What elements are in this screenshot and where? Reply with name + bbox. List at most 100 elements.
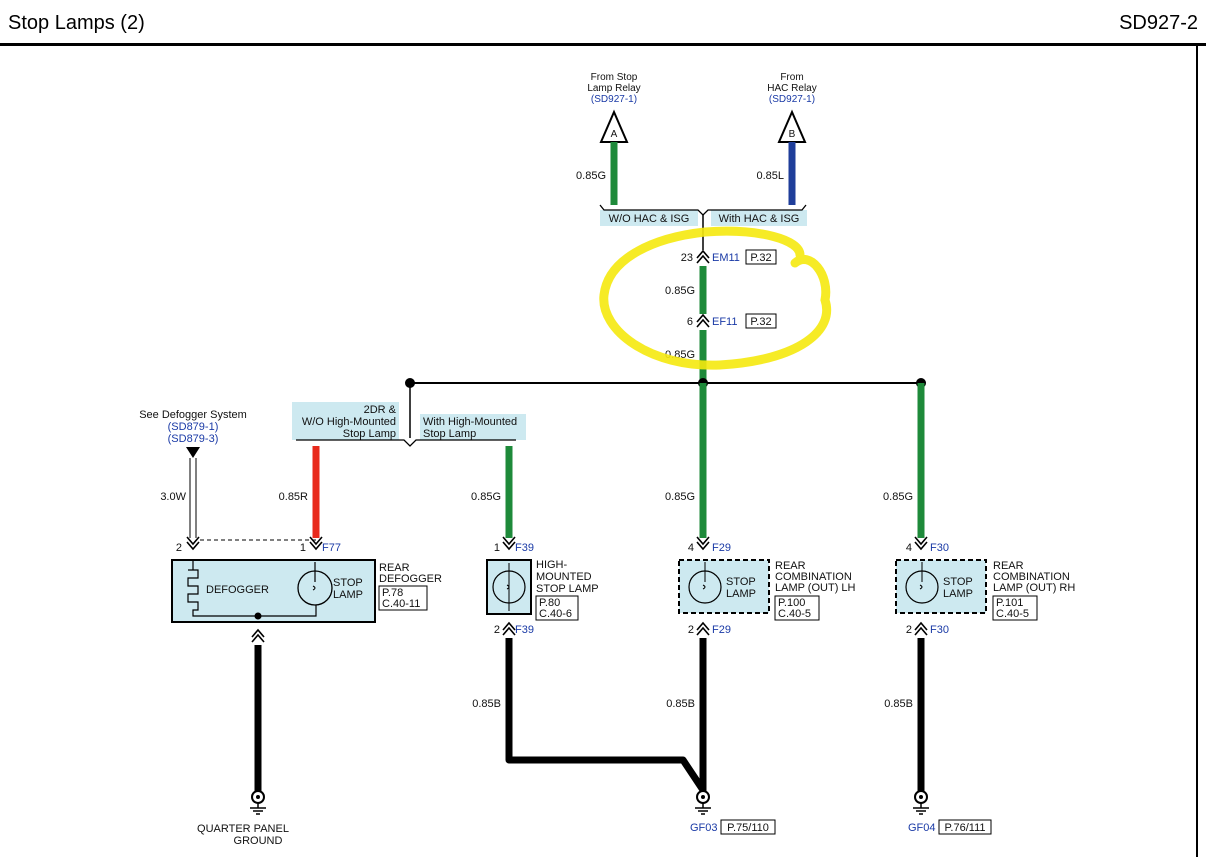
defogger-page-box (378, 585, 428, 611)
wire-rh-top-label: 0.85G (883, 491, 913, 503)
wire-hmsl-bot-label: 0.85B (472, 698, 501, 710)
gf03-page[interactable]: P.75/110 (727, 822, 769, 834)
defogger-label: DEFOGGER (206, 584, 269, 596)
option-right-bg (711, 210, 807, 226)
defogger-ground1: QUARTER PANEL (197, 823, 289, 835)
wire-rh-bot-label: 0.85B (884, 698, 913, 710)
hmsl-name1: HIGH- (536, 559, 568, 571)
lh-pin-bot: 2 (688, 624, 694, 636)
hmsl-pin-bot: 2 (494, 624, 500, 636)
option-right-label: With HAC & ISG (719, 213, 800, 225)
defogger-grid-icon (187, 560, 317, 617)
ef11-pin: 6 (687, 316, 693, 328)
gf03-page-box (720, 819, 776, 835)
diagram-frame (0, 46, 1198, 857)
hmsl-page-box (535, 595, 579, 621)
source-b-tag: B (789, 129, 796, 140)
defogger-comp2: DEFOGGER (379, 573, 442, 585)
defogger-conn-page[interactable]: C.40-11 (382, 598, 420, 610)
rh-connector-top[interactable]: F30 (930, 542, 949, 554)
defogger-comp1: REAR (379, 562, 410, 574)
wire-source-a-label: 0.85G (576, 170, 606, 182)
gf04-ground[interactable]: GF04 (908, 822, 936, 834)
defogger-see-text: See Defogger System (139, 409, 247, 421)
wire-lh-top-label: 0.85G (665, 491, 695, 503)
em11-page[interactable]: P.32 (750, 252, 771, 264)
wire-hmsl-ground (505, 638, 706, 792)
lh-page-box (774, 595, 820, 621)
rh-name3: LAMP (OUT) RH (993, 582, 1075, 594)
rh-page[interactable]: P.101 (996, 597, 1023, 609)
ef11-page-box (745, 313, 777, 329)
source-a-line1: From Stop (591, 72, 638, 83)
source-b-line2: HAC Relay (767, 83, 816, 94)
source-b-ref[interactable]: (SD927-1) (769, 94, 815, 105)
defogger-ref1[interactable]: (SD879-1) (168, 421, 219, 433)
gf03-ground[interactable]: GF03 (690, 822, 718, 834)
defogger-ref2[interactable]: (SD879-3) (168, 433, 219, 445)
page-title: Stop Lamps (2) (8, 12, 145, 34)
em11-connector[interactable]: EM11 (712, 252, 740, 264)
rh-pin-top: 4 (906, 542, 912, 554)
wire-hmsl-top-label: 0.85G (471, 491, 501, 503)
lh-name3: LAMP (OUT) LH (775, 582, 856, 594)
wire-lh-bot-label: 0.85B (666, 698, 695, 710)
diagram-code: SD927-2 (1119, 12, 1198, 34)
source-a-ref[interactable]: (SD927-1) (591, 94, 637, 105)
wire-defogger-label: 3.0W (160, 491, 186, 503)
option-left-label: W/O HAC & ISG (609, 213, 690, 225)
branch-left-line3: Stop Lamp (343, 428, 396, 440)
hmsl-connector-top[interactable]: F39 (515, 542, 534, 554)
branch-right-bg (420, 414, 526, 440)
defogger-page[interactable]: P.78 (382, 587, 403, 599)
rh-name1: REAR (993, 560, 1024, 572)
defogger-pin: 2 (176, 542, 182, 554)
defogger-ground2: GROUND (234, 835, 283, 847)
rh-pin-bot: 2 (906, 624, 912, 636)
rh-connector-bot[interactable]: F30 (930, 624, 949, 636)
defogger-stop-pin: 1 (300, 542, 306, 554)
branch-brace (296, 439, 516, 447)
option-left-bg (600, 210, 698, 226)
branch-left-line2: W/O High-Mounted (302, 416, 396, 428)
ef11-page[interactable]: P.32 (750, 316, 771, 328)
defogger-stop-label2: LAMP (333, 589, 363, 601)
em11-page-box (745, 249, 777, 265)
lh-label2: LAMP (726, 588, 756, 600)
hmsl-conn-page[interactable]: C.40-6 (539, 608, 572, 620)
source-a-tag: A (611, 129, 618, 140)
lh-pin-top: 4 (688, 542, 694, 554)
source-a-line2: Lamp Relay (587, 83, 640, 94)
defogger-stop-label1: STOP (333, 577, 363, 589)
wire-source-b-label: 0.85L (756, 170, 784, 182)
lh-label1: STOP (726, 576, 756, 588)
hmsl-page[interactable]: P.80 (539, 597, 560, 609)
wire-defogger-stop-label: 0.85R (279, 491, 308, 503)
rear-defogger-box[interactable] (171, 559, 376, 623)
gf04-page[interactable]: P.76/111 (945, 822, 986, 834)
rh-name2: COMBINATION (993, 571, 1070, 583)
lh-connector-top[interactable]: F29 (712, 542, 731, 554)
source-b-line1: From (780, 72, 803, 83)
rh-conn-page[interactable]: C.40-5 (996, 608, 1029, 620)
title-bar: Stop Lamps (2) SD927-2 (0, 0, 1206, 46)
lh-name2: COMBINATION (775, 571, 852, 583)
hmsl-connector-bot[interactable]: F39 (515, 624, 534, 636)
lh-conn-page[interactable]: C.40-5 (778, 608, 811, 620)
ef11-connector[interactable]: EF11 (712, 316, 737, 328)
wire-em11-ef11-label: 0.85G (665, 285, 695, 297)
defogger-arrow-icon (186, 447, 200, 458)
highlight-circle (599, 226, 832, 370)
rh-page-box (992, 595, 1038, 621)
lh-name1: REAR (775, 560, 806, 572)
hmsl-pin-top: 1 (494, 542, 500, 554)
em11-pin: 23 (681, 252, 693, 264)
defogger-stop-connector[interactable]: F77 (322, 542, 341, 554)
rh-label2: LAMP (943, 588, 973, 600)
branch-left-line1: 2DR & (364, 404, 397, 416)
lh-connector-bot[interactable]: F29 (712, 624, 731, 636)
lh-page[interactable]: P.100 (778, 597, 805, 609)
branch-left-bg (292, 402, 399, 440)
hmsl-name3: STOP LAMP (536, 583, 599, 595)
